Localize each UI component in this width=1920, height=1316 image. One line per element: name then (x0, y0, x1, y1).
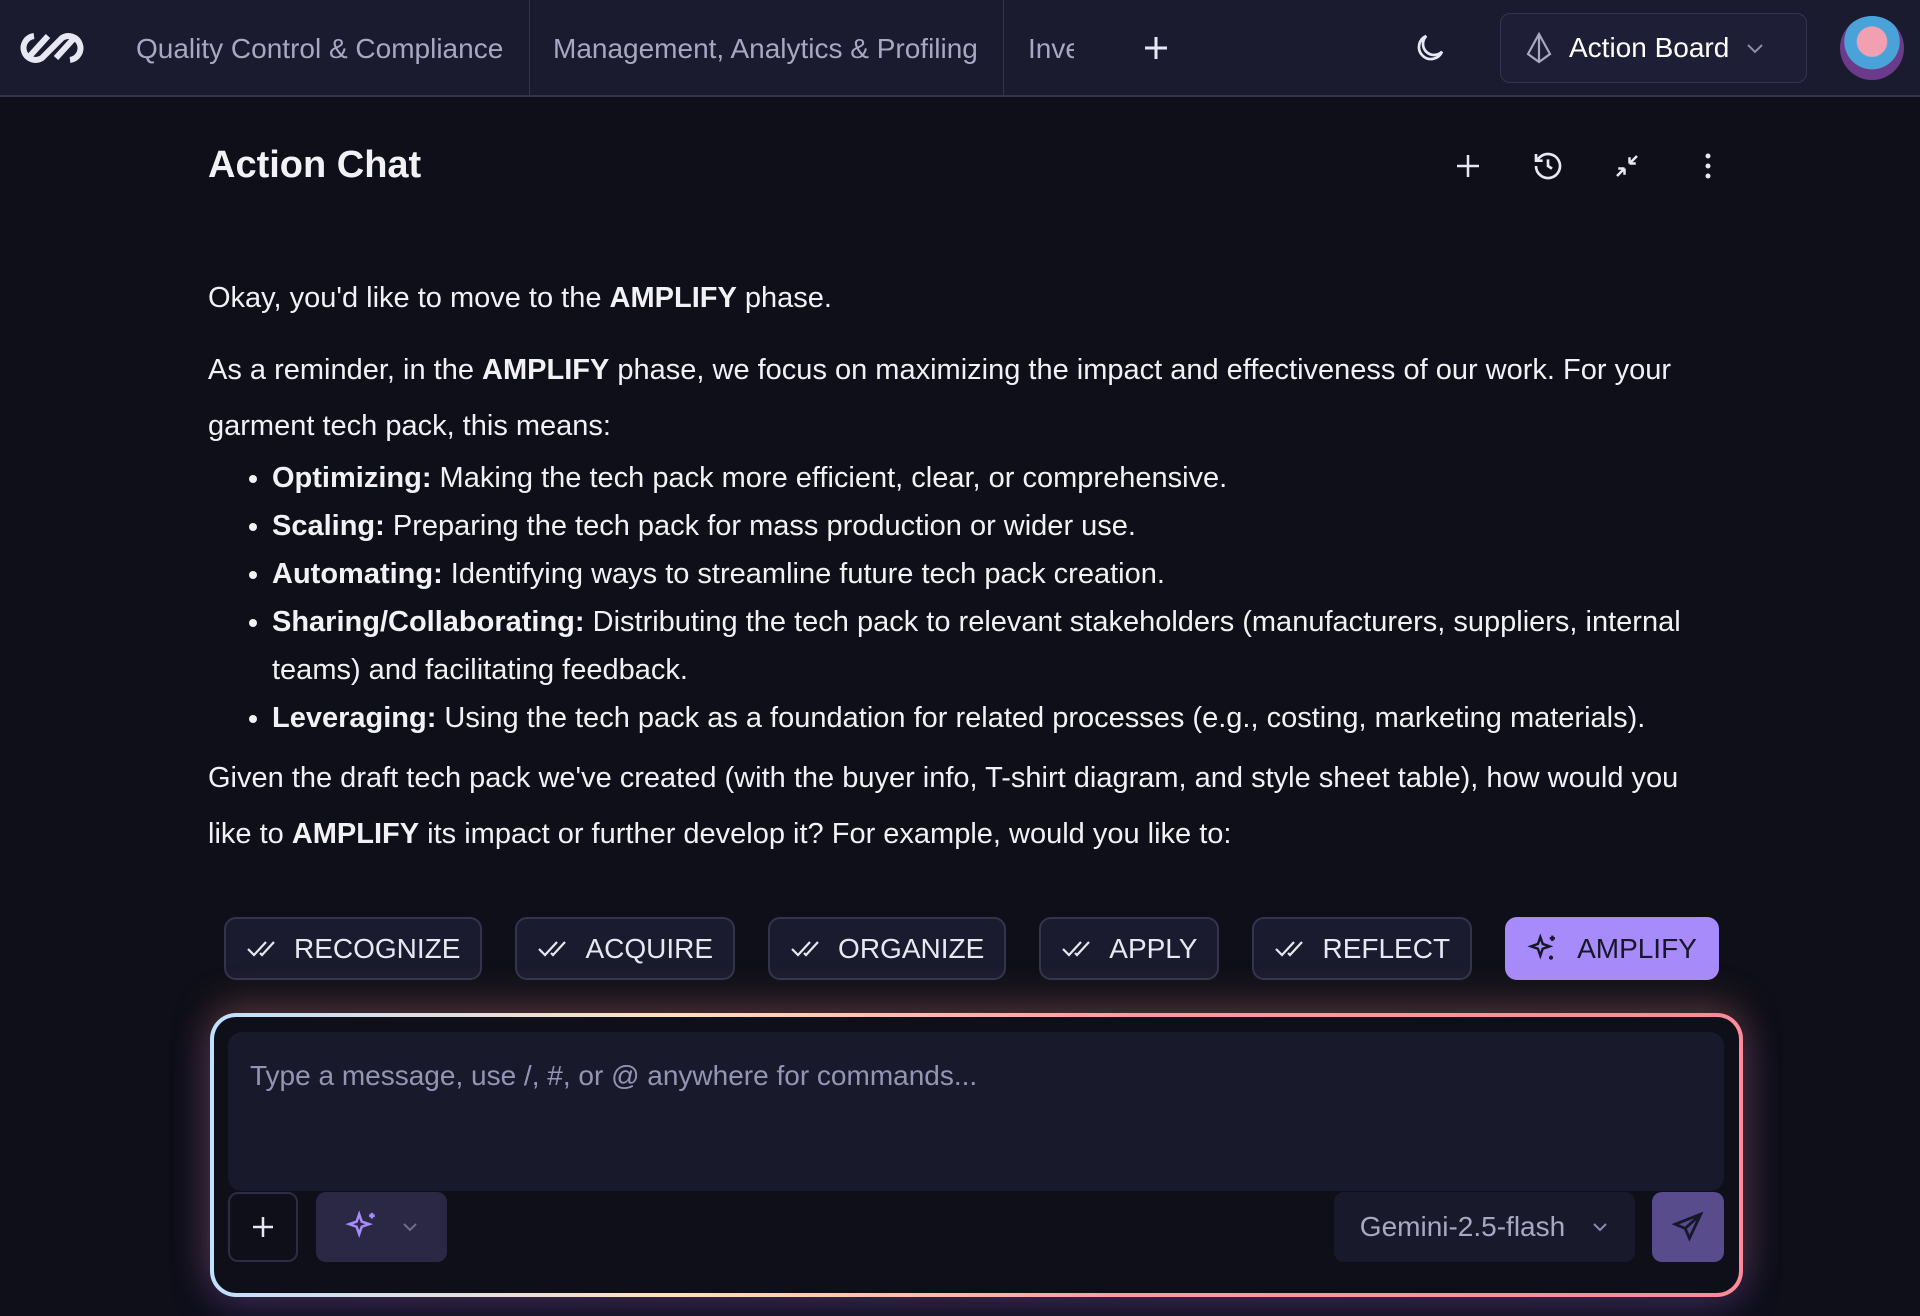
page-title: Action Chat (208, 144, 422, 186)
user-avatar[interactable] (1840, 16, 1904, 80)
phase-organize-button[interactable]: ORGANIZE (768, 917, 1007, 980)
model-label: Gemini-2.5-flash (1359, 1211, 1566, 1242)
phase-buttons: RECOGNIZE ACQUIRE ORGANIZE APPLY REFLECT… (224, 917, 1719, 980)
action-board-label: Action Board (1569, 32, 1730, 63)
text: Given the draft tech pack we've created … (208, 762, 1679, 850)
diamond-icon (1526, 32, 1552, 64)
send-button[interactable] (1652, 1192, 1724, 1262)
label: REFLECT (1322, 932, 1451, 964)
desc: Distributing the tech pack to relevant s… (272, 606, 1681, 686)
label: ORGANIZE (838, 932, 985, 964)
text: its impact or further develop it? For ex… (419, 818, 1232, 850)
desc: Making the tech pack more efficient, cle… (431, 462, 1228, 494)
add-tab-icon[interactable] (1138, 30, 1174, 66)
desc: Preparing the tech pack for mass product… (384, 510, 1136, 542)
sparkles-icon (344, 1210, 375, 1238)
text-bold: AMPLIFY (482, 354, 610, 386)
app-logo-icon[interactable] (14, 30, 96, 66)
term: Scaling: (272, 510, 385, 542)
text: As a reminder, in the (208, 354, 483, 386)
history-icon[interactable] (1530, 148, 1566, 184)
label: ACQUIRE (585, 932, 714, 964)
minimize-icon[interactable] (1609, 148, 1645, 184)
tab-inventory[interactable]: Inve (1028, 33, 1074, 64)
chevron-down-icon (402, 1223, 417, 1232)
action-board-dropdown[interactable]: Action Board (1500, 13, 1807, 83)
message-paragraph: Given the draft tech pack we've created … (208, 750, 1728, 862)
message-input[interactable] (228, 1032, 1724, 1191)
list-item: Leveraging: Using the tech pack as a fou… (272, 694, 1728, 742)
term: Optimizing: (272, 462, 432, 494)
assistant-message: Okay, you'd like to move to the AMPLIFY … (208, 270, 1728, 862)
model-select[interactable]: Gemini-2.5-flash (1334, 1192, 1635, 1262)
text-bold: AMPLIFY (291, 818, 420, 850)
phase-recognize-button[interactable]: RECOGNIZE (224, 917, 483, 980)
term: Automating: (272, 558, 443, 590)
phase-acquire-button[interactable]: ACQUIRE (515, 917, 736, 980)
double-check-icon (1275, 940, 1304, 957)
label: AMPLIFY (1577, 932, 1697, 964)
text-bold: AMPLIFY (609, 282, 737, 314)
label: RECOGNIZE (294, 932, 461, 964)
send-icon (1671, 1211, 1704, 1242)
top-bar: Quality Control & Compliance Management,… (0, 0, 1920, 97)
double-check-icon (538, 940, 567, 957)
attach-button[interactable] (228, 1192, 298, 1262)
phase-reflect-button[interactable]: REFLECT (1252, 917, 1473, 980)
tab-divider (529, 0, 530, 97)
text: Okay, you'd like to move to the (208, 282, 610, 314)
message-paragraph: Okay, you'd like to move to the AMPLIFY … (208, 270, 1728, 326)
phase-apply-button[interactable]: APPLY (1039, 917, 1220, 980)
tab-divider (1003, 0, 1004, 97)
desc: Identifying ways to streamline future te… (442, 558, 1165, 590)
list-item: Optimizing: Making the tech pack more ef… (272, 454, 1728, 502)
list-item: Sharing/Collaborating: Distributing the … (272, 598, 1728, 694)
chevron-down-icon (1747, 44, 1764, 54)
plus-icon (253, 1217, 273, 1237)
phase-amplify-button[interactable]: AMPLIFY (1505, 917, 1719, 980)
tab-management-analytics[interactable]: Management, Analytics & Profiling (553, 33, 978, 64)
sparkles-icon (1527, 932, 1556, 960)
tab-quality-control[interactable]: Quality Control & Compliance (136, 33, 504, 64)
message-composer (210, 1013, 1743, 1297)
double-check-icon (1062, 940, 1091, 957)
new-chat-icon[interactable] (1450, 148, 1486, 184)
list-item: Scaling: Preparing the tech pack for mas… (272, 502, 1728, 550)
moon-icon[interactable] (1410, 28, 1450, 68)
label: APPLY (1109, 932, 1198, 964)
text: phase, we focus on maximizing the impact… (208, 354, 1671, 442)
term: Sharing/Collaborating: (272, 606, 585, 638)
ai-tools-dropdown[interactable] (316, 1192, 447, 1262)
term: Leveraging: (272, 702, 437, 734)
bullet-list: Optimizing: Making the tech pack more ef… (272, 454, 1728, 742)
more-options-icon[interactable] (1690, 148, 1726, 184)
message-paragraph: As a reminder, in the AMPLIFY phase, we … (208, 342, 1728, 454)
desc: Using the tech pack as a foundation for … (436, 702, 1646, 734)
text: phase. (736, 282, 832, 314)
double-check-icon (791, 940, 819, 957)
list-item: Automating: Identifying ways to streamli… (272, 550, 1728, 598)
double-check-icon (247, 940, 275, 957)
chevron-down-icon (1593, 1223, 1607, 1232)
